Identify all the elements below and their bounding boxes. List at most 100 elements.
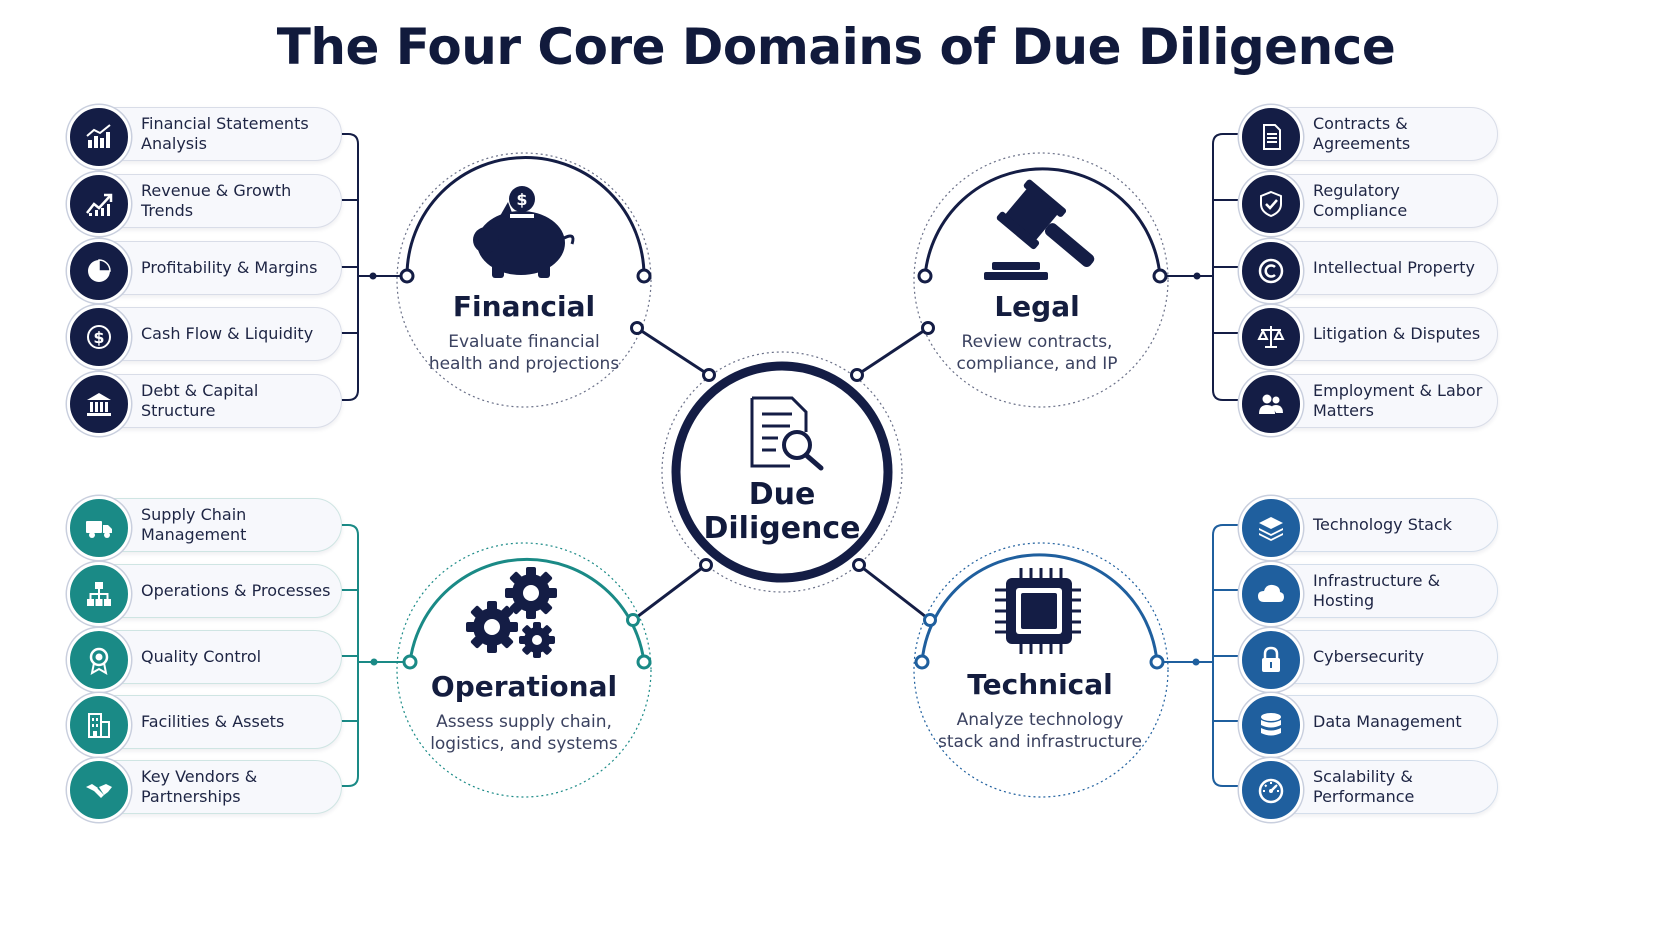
layers-icon xyxy=(1239,496,1303,560)
technical-item-label: Technology Stack xyxy=(1313,515,1453,534)
chip-icon xyxy=(995,568,1081,654)
legal-item-employment: Employment & Labor Matters xyxy=(1239,372,1498,436)
scales-icon xyxy=(1239,305,1303,369)
legal-item-litigation: Litigation & Disputes xyxy=(1239,305,1498,369)
bank-icon xyxy=(67,372,131,436)
legal-item-ip: Intellectual Property xyxy=(1239,239,1498,303)
operational-title: Operational xyxy=(430,670,618,703)
financial-item-label: Cash Flow & Liquidity xyxy=(141,324,314,343)
legal-connector xyxy=(856,326,929,377)
lock-icon xyxy=(1239,628,1303,692)
technical-arc xyxy=(920,553,1159,663)
financial-dotted-ring xyxy=(396,152,652,408)
technical-item-stack: Technology Stack xyxy=(1239,496,1498,560)
technical-title: Technical xyxy=(967,668,1113,701)
operational-item-vendors: Key Vendors & Partnerships xyxy=(67,758,342,822)
operational-item-label: Operations & Processes xyxy=(141,581,331,600)
legal-title: Legal xyxy=(994,290,1080,323)
building-icon xyxy=(67,693,131,757)
operational-dotted-ring xyxy=(396,542,652,798)
technical-dotted-ring xyxy=(913,542,1169,798)
technical-item-label: Data Management xyxy=(1313,712,1462,731)
financial-item-label: Profitability & Margins xyxy=(141,258,318,277)
legal-item-compliance: Regulatory Compliance xyxy=(1239,172,1498,236)
technical-domain: Technical Analyze technology stack and i… xyxy=(920,668,1160,753)
legal-dotted-ring xyxy=(913,152,1169,408)
operational-item-processes: Operations & Processes xyxy=(67,562,342,626)
financial-item-statements: Financial Statements Analysis xyxy=(67,105,342,169)
legal-item-contracts: Contracts & Agreements xyxy=(1239,105,1498,169)
legal-item-label: Intellectual Property xyxy=(1313,258,1475,277)
operational-desc-2: logistics, and systems xyxy=(430,734,618,754)
technical-desc-2: stack and infrastructure xyxy=(938,732,1142,752)
technical-item-label: Infrastructure & Hosting xyxy=(1313,571,1441,610)
financial-item-profitability: Profitability & Margins xyxy=(67,239,342,303)
operational-arc xyxy=(408,557,646,663)
operational-item-supply-chain: Supply Chain Management xyxy=(67,496,342,560)
operational-item-label: Key Vendors & Partnerships xyxy=(141,767,258,806)
legal-item-label: Employment & Labor Matters xyxy=(1313,381,1483,420)
document-icon xyxy=(1239,105,1303,169)
financial-title: Financial xyxy=(452,290,596,323)
financial-desc-1: Evaluate financial xyxy=(448,332,600,352)
gauge-icon xyxy=(1239,758,1303,822)
gavel-icon xyxy=(984,179,1095,280)
pie-chart-icon xyxy=(67,239,131,303)
dollar-icon: $ xyxy=(67,305,131,369)
trend-up-icon xyxy=(67,172,131,236)
handshake-icon xyxy=(67,758,131,822)
svg-text:$: $ xyxy=(516,190,527,209)
gears-icon xyxy=(466,567,557,658)
technical-bracket xyxy=(1163,524,1245,787)
org-chart-icon xyxy=(67,562,131,626)
database-icon xyxy=(1239,693,1303,757)
operational-item-facilities: Facilities & Assets xyxy=(67,693,342,757)
financial-item-cashflow: $ Cash Flow & Liquidity xyxy=(67,305,342,369)
technical-item-cybersecurity: Cybersecurity xyxy=(1239,628,1498,692)
legal-item-label: Litigation & Disputes xyxy=(1313,324,1481,343)
operational-item-quality: Quality Control xyxy=(67,628,342,692)
document-search-icon xyxy=(750,396,824,471)
legal-item-label: Contracts & Agreements xyxy=(1313,114,1411,153)
financial-item-debt: Debt & Capital Structure xyxy=(67,372,342,436)
operational-connector xyxy=(632,563,707,622)
people-icon xyxy=(1239,372,1303,436)
award-icon xyxy=(67,628,131,692)
financial-item-label: Debt & Capital Structure xyxy=(141,381,259,420)
legal-desc-1: Review contracts, xyxy=(961,332,1113,352)
bar-chart-icon xyxy=(67,105,131,169)
legal-arc xyxy=(923,167,1162,277)
technical-item-label: Cybersecurity xyxy=(1313,647,1425,666)
technical-desc-1: Analyze technology xyxy=(956,710,1124,730)
cloud-icon xyxy=(1239,562,1303,626)
operational-item-label: Facilities & Assets xyxy=(141,712,285,731)
technical-item-data: Data Management xyxy=(1239,693,1498,757)
technical-item-label: Scalability & Performance xyxy=(1313,767,1415,806)
technical-item-infrastructure: Infrastructure & Hosting xyxy=(1239,562,1498,626)
truck-icon xyxy=(67,496,131,560)
svg-text:$: $ xyxy=(93,328,104,347)
financial-domain: Financial Evaluate financial health and … xyxy=(404,290,644,375)
legal-item-label: Regulatory Compliance xyxy=(1313,181,1408,220)
financial-item-label: Revenue & Growth Trends xyxy=(141,181,292,220)
center-dotted-ring xyxy=(661,351,903,593)
center-label: Due Diligence xyxy=(703,477,861,546)
operational-item-label: Quality Control xyxy=(141,647,262,666)
legal-domain: Legal Review contracts, compliance, and … xyxy=(917,290,1157,375)
technical-item-scalability: Scalability & Performance xyxy=(1239,758,1498,822)
financial-item-revenue: Revenue & Growth Trends xyxy=(67,172,342,236)
financial-item-label: Financial Statements Analysis xyxy=(141,114,309,153)
shield-check-icon xyxy=(1239,172,1303,236)
legal-desc-2: compliance, and IP xyxy=(956,354,1118,374)
copyright-icon xyxy=(1239,239,1303,303)
financial-connector xyxy=(636,326,710,377)
legal-bracket xyxy=(1166,133,1245,401)
page-title: The Four Core Domains of Due Diligence xyxy=(276,18,1396,76)
technical-connector xyxy=(858,563,931,622)
operational-desc-1: Assess supply chain, xyxy=(436,712,612,732)
financial-arc xyxy=(405,156,646,277)
operational-item-label: Supply Chain Management xyxy=(141,505,247,544)
financial-desc-2: health and projections xyxy=(428,354,620,374)
center-circle xyxy=(671,361,893,583)
